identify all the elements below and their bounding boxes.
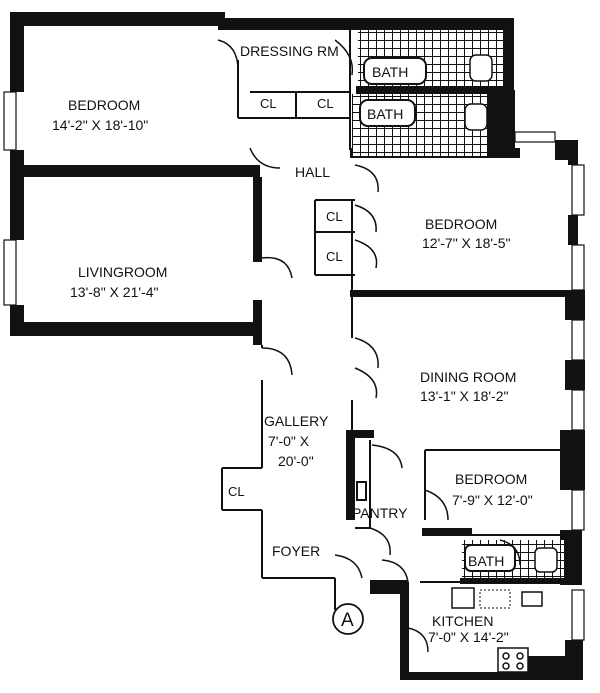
room-label-bedroom-2: BEDROOM (425, 216, 497, 232)
room-label-closet-4: CL (326, 249, 343, 264)
room-label-bath-2: BATH (367, 106, 403, 122)
windows (3, 91, 585, 641)
room-label-pantry: PANTRY (352, 505, 408, 521)
doors (217, 39, 521, 653)
room-label-closet-3: CL (326, 209, 343, 224)
room-label-dining-room: DINING ROOM (420, 369, 516, 385)
room-label-bedroom-1: BEDROOM (68, 97, 140, 113)
room-dims-gallery-line2: 20'-0" (278, 453, 314, 469)
room-label-kitchen: KITCHEN (432, 613, 493, 629)
room-label-livingroom: LIVINGROOM (78, 264, 167, 280)
unit-marker: A (332, 603, 364, 635)
room-label-bath-1: BATH (372, 64, 408, 80)
room-label-hall: HALL (295, 164, 330, 180)
room-label-bedroom-3: BEDROOM (455, 471, 527, 487)
room-dims-gallery-line1: 7'-0" X (268, 433, 310, 449)
room-label-closet-1: CL (260, 96, 277, 111)
room-dims-bedroom-1: 14'-2" X 18'-10" (52, 117, 148, 133)
room-label-gallery: GALLERY (264, 413, 329, 429)
room-dims-livingroom: 13'-8" X 21'-4" (70, 284, 158, 300)
unit-marker-letter: A (341, 610, 354, 631)
room-dims-dining-room: 13'-1" X 18'-2" (420, 388, 508, 404)
room-label-closet-5: CL (228, 484, 245, 499)
room-label-bath-3: BATH (468, 553, 504, 569)
room-label-dressing-rm: DRESSING RM (240, 43, 339, 59)
interior-walls (221, 30, 570, 611)
room-label-foyer: FOYER (272, 543, 320, 559)
room-dims-kitchen: 7'-0" X 14'-2" (428, 629, 509, 645)
room-label-closet-2: CL (317, 96, 334, 111)
room-dims-bedroom-3: 7'-9" X 12'-0" (452, 492, 533, 508)
room-dims-bedroom-2: 12'-7" X 18'-5" (422, 235, 510, 251)
fixtures (359, 54, 558, 673)
